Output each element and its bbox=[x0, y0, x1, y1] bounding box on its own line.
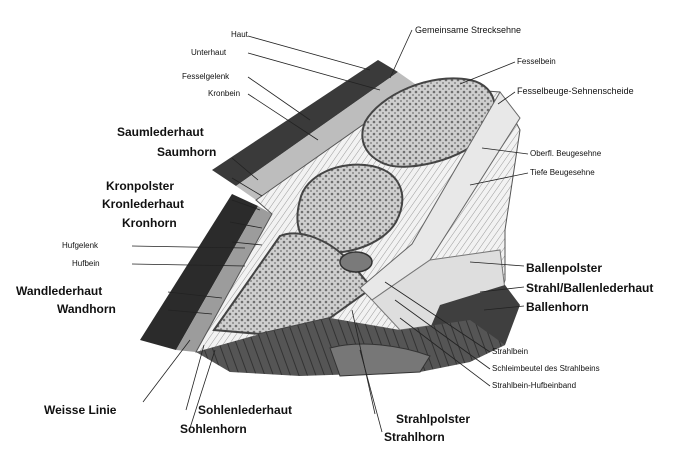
label-fesselbeuge-sehnenscheide: Fesselbeuge-Sehnenscheide bbox=[517, 87, 634, 96]
label-ballenhorn: Ballenhorn bbox=[526, 301, 589, 313]
label-sohlenhorn: Sohlenhorn bbox=[180, 423, 247, 435]
label-saumlederhaut: Saumlederhaut bbox=[117, 126, 204, 138]
label-strahlhorn: Strahlhorn bbox=[384, 431, 445, 443]
label-fesselgelenk: Fesselgelenk bbox=[182, 73, 229, 81]
label-schleimbeutel-strahlbein: Schleimbeutel des Strahlbeins bbox=[492, 365, 600, 373]
label-haut: Haut bbox=[231, 31, 248, 39]
label-strahlpolster: Strahlpolster bbox=[396, 413, 470, 425]
label-hufbein: Hufbein bbox=[72, 260, 100, 268]
label-saumhorn: Saumhorn bbox=[157, 146, 216, 158]
label-sohlenlederhaut: Sohlenlederhaut bbox=[198, 404, 292, 416]
navicular-bone bbox=[340, 252, 372, 272]
label-fesselbein: Fesselbein bbox=[517, 58, 556, 66]
label-tiefe-beugesehne: Tiefe Beugesehne bbox=[530, 169, 595, 177]
label-unterhaut: Unterhaut bbox=[191, 49, 226, 57]
label-hufgelenk: Hufgelenk bbox=[62, 242, 98, 250]
label-strahlbein: Strahlbein bbox=[492, 348, 528, 356]
label-kronlederhaut: Kronlederhaut bbox=[102, 198, 184, 210]
label-strahl-ballenlederhaut: Strahl/Ballenlederhaut bbox=[526, 282, 653, 294]
label-oberfl-beugesehne: Oberfl. Beugesehne bbox=[530, 150, 601, 158]
label-ballenpolster: Ballenpolster bbox=[526, 262, 602, 274]
label-kronhorn: Kronhorn bbox=[122, 217, 177, 229]
label-gemeinsame-strecksehne: Gemeinsame Strecksehne bbox=[415, 26, 521, 35]
label-wandhorn: Wandhorn bbox=[57, 303, 116, 315]
label-kronbein: Kronbein bbox=[208, 90, 240, 98]
label-wandlederhaut: Wandlederhaut bbox=[16, 285, 102, 297]
label-kronpolster: Kronpolster bbox=[106, 180, 174, 192]
label-strahlbein-hufbeinband: Strahlbein-Hufbeinband bbox=[492, 382, 576, 390]
label-weisse-linie: Weisse Linie bbox=[44, 404, 116, 416]
